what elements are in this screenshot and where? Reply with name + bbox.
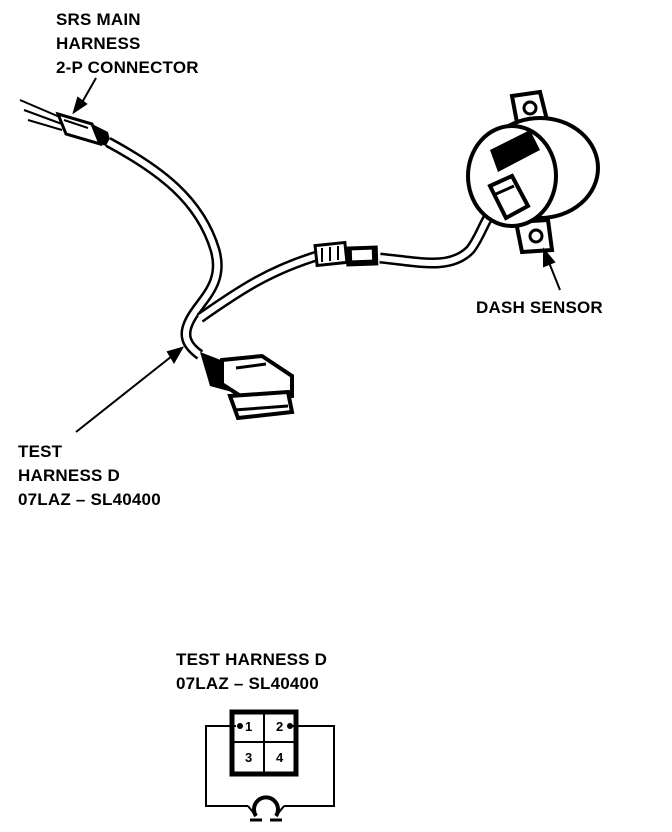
- schematic-title-line-2: 07LAZ – SL40400: [176, 674, 319, 693]
- srs-label-line-2: HARNESS: [56, 34, 141, 53]
- test-harness-4p-connector: [200, 352, 295, 421]
- schematic-title-line-1: TEST HARNESS D: [176, 650, 328, 669]
- test-harness-label: TEST HARNESS D 07LAZ – SL40400: [18, 440, 161, 512]
- pin-3-label: 3: [245, 750, 252, 765]
- resistor-symbol: [252, 795, 280, 818]
- test-label-line-3: 07LAZ – SL40400: [18, 490, 161, 509]
- test-harness-cable: [105, 137, 501, 360]
- test-label-line-1: TEST: [18, 442, 63, 461]
- wire-ends: [19, 99, 63, 131]
- pin-1-label: 1: [245, 719, 252, 734]
- srs-label-line-1: SRS MAIN: [56, 10, 141, 29]
- schematic-title: TEST HARNESS D 07LAZ – SL40400: [176, 648, 327, 696]
- pin-4-label: 4: [276, 750, 284, 765]
- dash-sensor-label: DASH SENSOR: [476, 298, 603, 317]
- test-label-line-2: HARNESS D: [18, 466, 120, 485]
- pin-2-label: 2: [276, 719, 283, 734]
- connector-schematic: [205, 709, 335, 822]
- leader-arrows: [72, 77, 561, 433]
- inline-connector: [313, 240, 379, 268]
- srs-label-line-3: 2-P CONNECTOR: [56, 58, 199, 77]
- srs-2p-connector: [55, 111, 112, 148]
- dash-sensor: [466, 89, 600, 255]
- srs-main-harness-label: SRS MAIN HARNESS 2-P CONNECTOR: [56, 8, 199, 80]
